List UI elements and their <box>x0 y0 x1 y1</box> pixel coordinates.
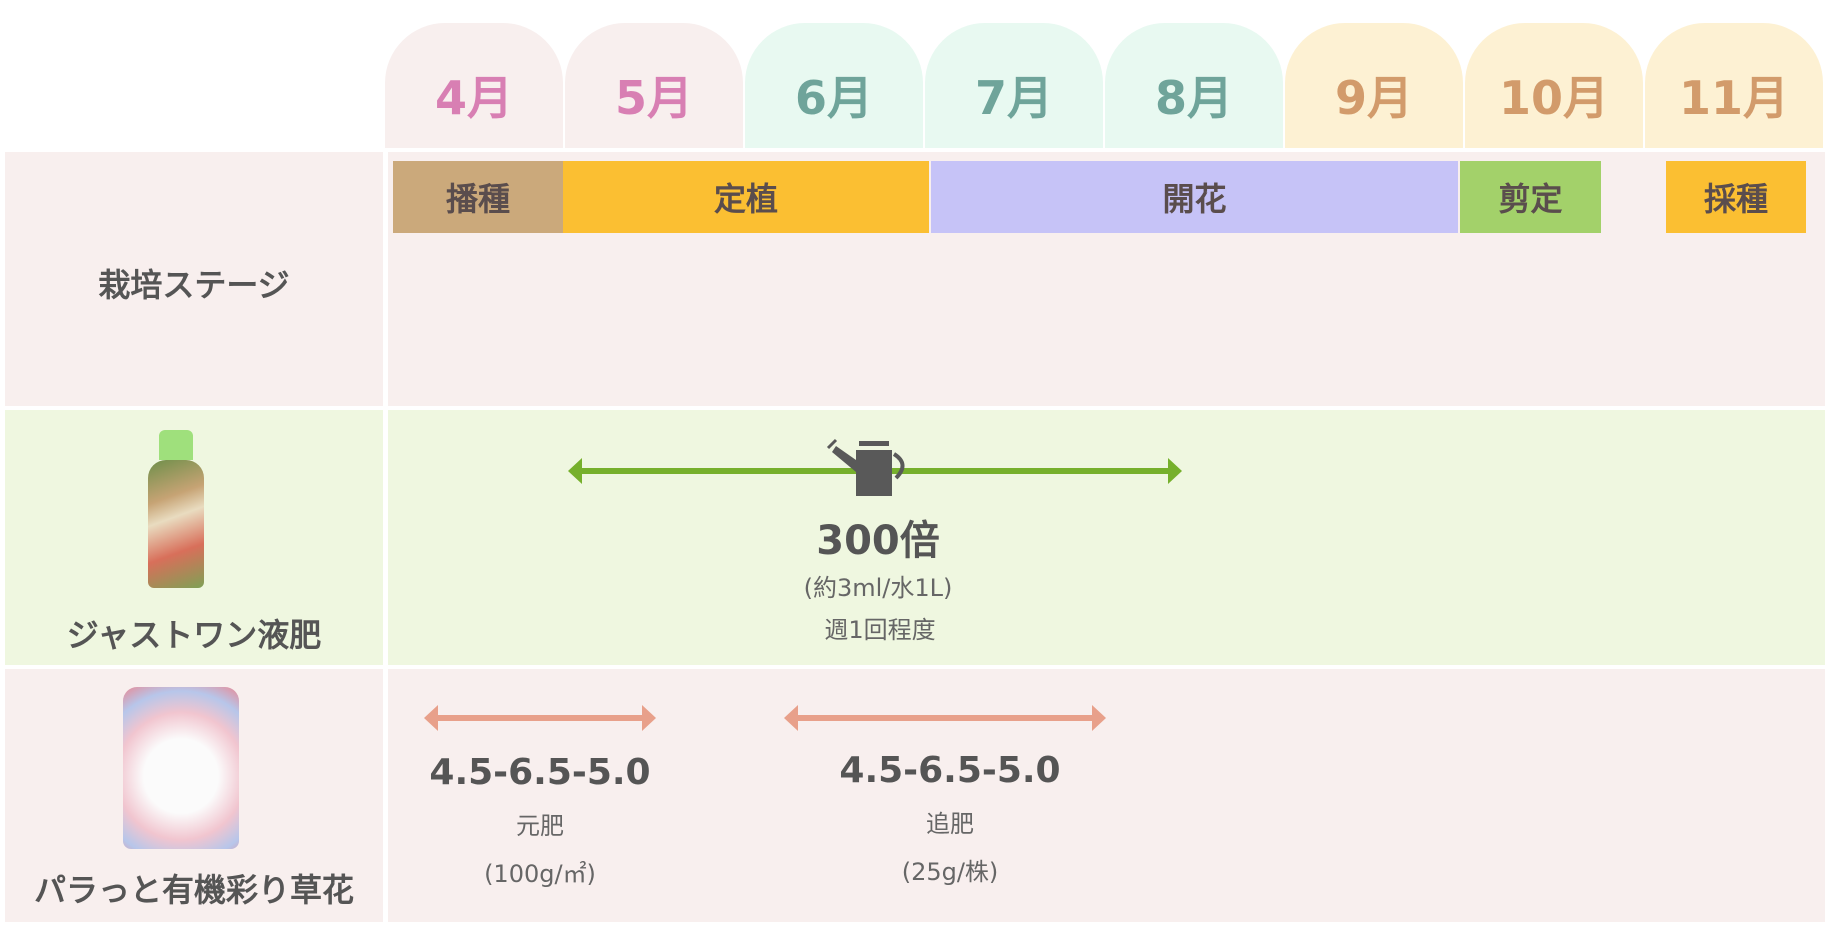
stage-label-cell: 栽培ステージ <box>5 152 383 406</box>
liquid-row-label: ジャストワン液肥 <box>66 616 322 654</box>
liquid-fertilizer-row: ジャストワン液肥 <box>5 410 1825 665</box>
month-tab-apr: 4月 <box>385 23 563 148</box>
stage-row-label: 栽培ステージ <box>98 266 290 304</box>
top-dressing-type: 追肥 <box>926 810 974 838</box>
top-dressing-amount: (25g/株) <box>901 858 999 886</box>
base-fertilizer-arrow <box>424 705 656 731</box>
stage-pruning: 剪定 <box>1460 161 1601 233</box>
solid-cell <box>388 669 1825 922</box>
stage-planting: 定植 <box>563 161 929 233</box>
top-dressing-npk: 4.5-6.5-5.0 <box>839 750 1061 791</box>
month-tab-may: 5月 <box>565 23 743 148</box>
stage-sowing: 播種 <box>393 161 563 233</box>
liquid-label-cell: ジャストワン液肥 <box>5 410 383 665</box>
solid-row-label: パラっと有機彩り草花 <box>33 871 354 909</box>
month-tab-oct: 10月 <box>1465 23 1643 148</box>
solid-fertilizer-row: パラっと有機彩り草花 <box>5 669 1825 922</box>
liquid-amount: (約3ml/水1L) <box>803 574 953 602</box>
month-tab-aug: 8月 <box>1105 23 1283 148</box>
month-tab-sep: 9月 <box>1285 23 1463 148</box>
watering-can-icon <box>826 438 905 496</box>
base-fertilizer-amount: (100g/㎡) <box>484 860 596 888</box>
liquid-cell <box>388 410 1825 665</box>
liquid-fertilizer-bottle-image <box>148 430 204 588</box>
liquid-frequency: 週1回程度 <box>824 616 936 644</box>
liquid-ratio: 300倍 <box>816 518 940 564</box>
month-tab-jun: 6月 <box>745 23 923 148</box>
month-tab-jul: 7月 <box>925 23 1103 148</box>
base-fertilizer-npk: 4.5-6.5-5.0 <box>429 752 651 793</box>
base-fertilizer-type: 元肥 <box>516 812 564 840</box>
top-dressing-arrow <box>784 705 1106 731</box>
month-tab-nov: 11月 <box>1645 23 1823 148</box>
solid-label-cell: パラっと有機彩り草花 <box>5 669 383 922</box>
stage-seed-collecting: 採種 <box>1666 161 1806 233</box>
solid-fertilizer-bag-image <box>123 687 239 849</box>
stage-flowering: 開花 <box>931 161 1458 233</box>
